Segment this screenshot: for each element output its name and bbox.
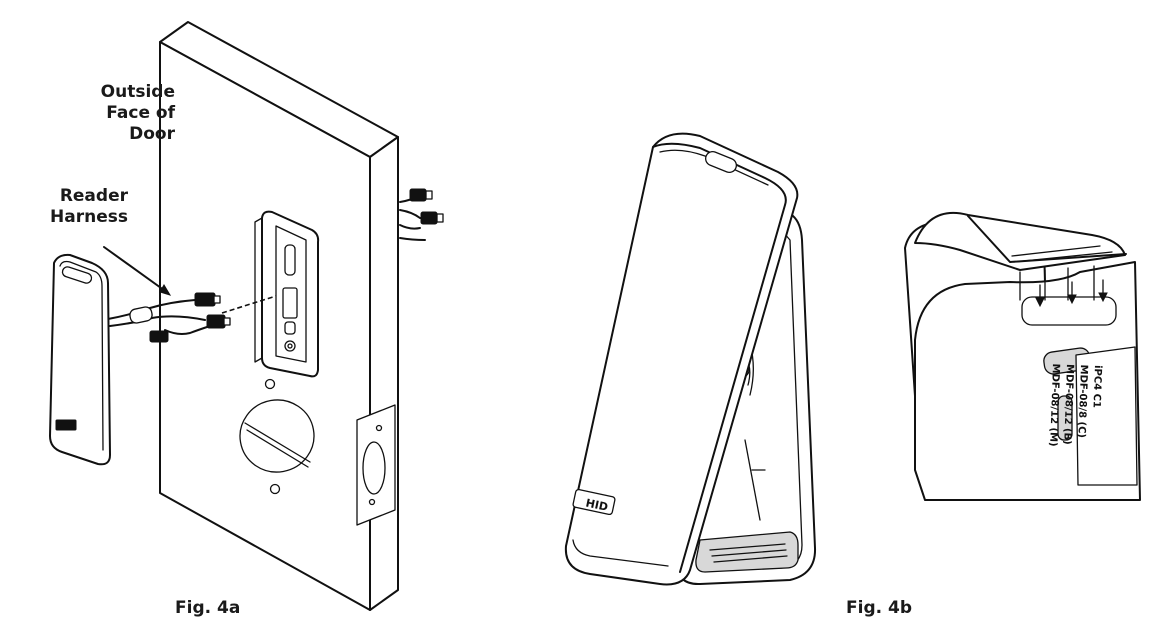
figure-caption-4b: Fig. 4b — [846, 598, 912, 618]
label-plate-line-3: MDF-08/12 (B) — [1061, 364, 1075, 445]
reader-harness-label-line-2: Harness — [50, 207, 128, 227]
reader-harness-label: Reader Harness — [30, 186, 128, 228]
detail-arrows — [1035, 279, 1108, 308]
detail-plate — [904, 221, 1141, 501]
figure-caption-4a: Fig. 4a — [175, 598, 241, 618]
reader-harness — [107, 292, 231, 343]
harness-leader-line — [103, 246, 172, 296]
reader-tilted-view — [564, 132, 799, 586]
label-plate-text: iPC4 C1 MDF-08/8 (C) MDF-08/12 (B) MDF-0… — [1047, 363, 1103, 446]
outside-face-label-line-2: Face of — [106, 103, 175, 123]
door-bore-holes — [239, 378, 315, 495]
door-edge-connectors — [399, 188, 444, 241]
label-plate-line-4: MDF-08/12 (M) — [1047, 363, 1061, 446]
reader-logo: HID — [585, 496, 610, 513]
reader-front-view — [49, 253, 111, 466]
reader-harness-label-line-1: Reader — [59, 186, 128, 206]
label-plate-line-2: MDF-08/8 (C) — [1075, 364, 1089, 438]
detail-reader-top — [914, 211, 1127, 301]
outside-face-label-line-3: Door — [129, 124, 175, 144]
outside-face-label-line-1: Outside — [100, 82, 175, 102]
outside-face-label: Outside Face of Door — [60, 82, 175, 145]
alignment-dashed-line — [221, 295, 277, 314]
label-plate-line-1: iPC4 C1 — [1091, 365, 1103, 408]
door-mounting-plate — [254, 210, 320, 378]
door-edge-strike-plate — [356, 404, 396, 526]
